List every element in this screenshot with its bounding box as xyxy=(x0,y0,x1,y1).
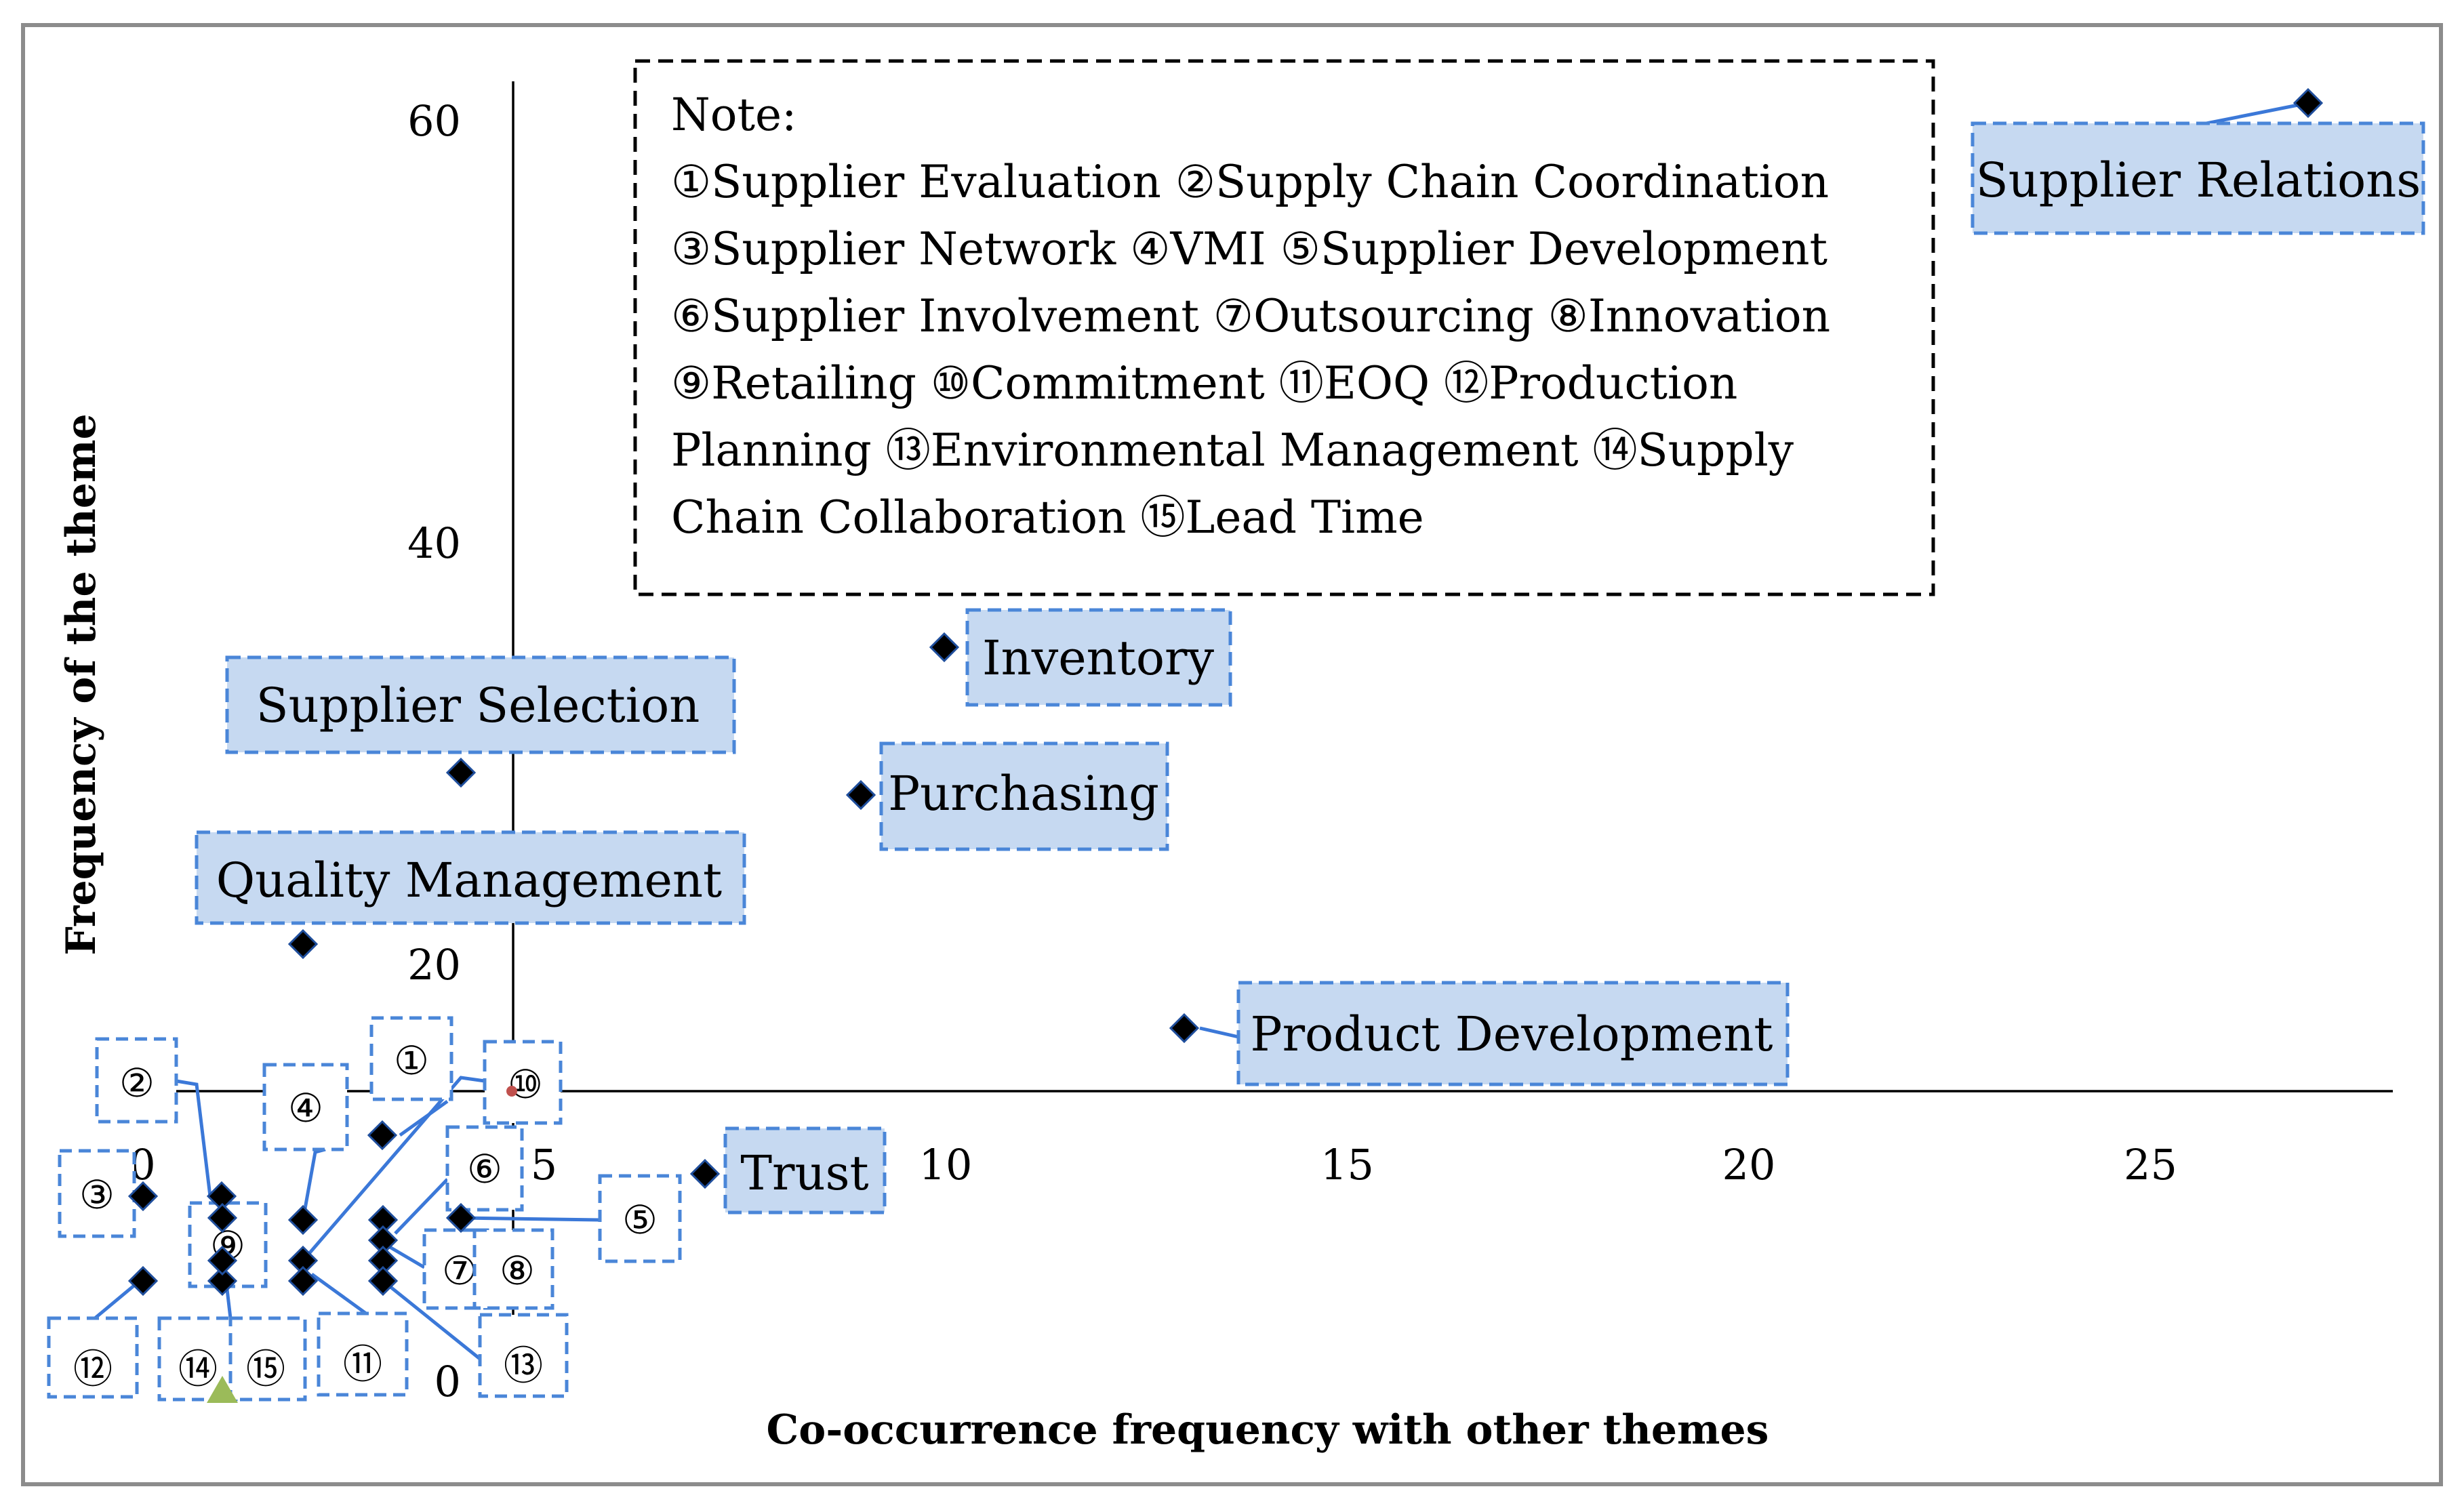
point-label-box xyxy=(47,1316,139,1399)
point-label-box xyxy=(369,1016,453,1101)
green-triangle-marker xyxy=(207,1376,238,1403)
data-point-marker xyxy=(287,1204,319,1236)
data-point-marker xyxy=(207,1202,238,1233)
point-label-box xyxy=(483,1040,563,1125)
data-point-marker xyxy=(929,632,960,663)
data-point-marker xyxy=(367,1265,399,1297)
point-label-box xyxy=(262,1063,349,1151)
data-point-marker xyxy=(1169,1013,1200,1044)
data-point-marker xyxy=(287,929,319,960)
point-label-box xyxy=(472,1228,554,1310)
point-label: Purchasing xyxy=(888,766,1159,821)
point-label: ⑪ xyxy=(343,1341,382,1387)
point-label: ⑥ xyxy=(467,1146,502,1192)
leader-line xyxy=(394,1178,449,1235)
y-tick-label: 0 xyxy=(435,1357,461,1406)
note-line: Planning ⑬Environmental Management ⑭Supp… xyxy=(671,424,1794,476)
note-line: ③Supplier Network ④VMI ⑤Supplier Develop… xyxy=(671,223,1827,275)
data-point-marker xyxy=(2293,87,2324,119)
point-label: ⑤ xyxy=(622,1197,658,1243)
data-point-marker xyxy=(445,757,477,788)
x-axis-title: Co-occurrence frequency with other theme… xyxy=(767,1406,1769,1454)
data-markers xyxy=(127,87,2324,1297)
point-label: ⑬ xyxy=(504,1343,543,1389)
note-box: Note: ①Supplier Evaluation ②Supply Chain … xyxy=(633,59,1935,596)
point-label: ② xyxy=(119,1060,155,1106)
data-point-marker xyxy=(207,1265,238,1297)
note-line: ①Supplier Evaluation ②Supply Chain Coord… xyxy=(671,156,1829,208)
point-label: ④ xyxy=(288,1085,323,1131)
x-tick-label: 15 xyxy=(1320,1140,1374,1189)
point-label: ⑧ xyxy=(500,1248,535,1294)
point-label: Quality Management xyxy=(216,853,722,908)
point-label: ⑮ xyxy=(246,1346,285,1392)
point-label-box xyxy=(598,1174,682,1263)
point-label: ⑦ xyxy=(442,1248,477,1294)
note-line: ⑥Supplier Involvement ⑦Outsourcing ⑧Inno… xyxy=(671,290,1830,342)
x-tick-label: 10 xyxy=(919,1140,973,1189)
point-label: ⑩ xyxy=(508,1061,543,1107)
data-point-marker xyxy=(287,1265,319,1297)
point-label: Supplier Relations xyxy=(1976,152,2421,208)
x-tick-label: 5 xyxy=(531,1140,557,1189)
y-tick-label: 40 xyxy=(407,518,461,568)
point-label: ⑭ xyxy=(178,1346,218,1392)
origin-dot-marker xyxy=(506,1086,517,1097)
point-label-box xyxy=(723,1126,887,1215)
point-label-box xyxy=(1236,981,1790,1086)
point-label-box xyxy=(225,655,736,754)
data-point-marker xyxy=(689,1158,721,1189)
leader-line xyxy=(388,1245,426,1269)
point-label-box xyxy=(228,1316,307,1402)
data-point-marker xyxy=(445,1202,477,1233)
y-tick-label: 20 xyxy=(407,940,461,989)
point-label: Supplier Selection xyxy=(256,678,700,733)
leader-line xyxy=(1199,1026,1239,1039)
point-label-box xyxy=(95,1037,178,1124)
point-label-box xyxy=(1971,121,2425,235)
point-label: ① xyxy=(394,1038,429,1084)
note-line: Note: xyxy=(671,89,796,141)
leader-line xyxy=(94,1283,137,1320)
point-label-box xyxy=(445,1125,524,1212)
point-label-box xyxy=(478,1313,569,1398)
point-label: ⑫ xyxy=(73,1346,113,1392)
y-axis-title: Frequency of the theme xyxy=(58,413,105,955)
point-label: ③ xyxy=(79,1172,115,1218)
leader-line xyxy=(310,1272,367,1315)
point-label: Product Development xyxy=(1250,1006,1773,1062)
point-label: Trust xyxy=(740,1145,868,1201)
data-point-marker xyxy=(127,1265,159,1297)
leader-line xyxy=(302,1076,485,1262)
leader-line xyxy=(176,1079,212,1197)
point-label: Inventory xyxy=(982,630,1215,686)
point-label-box xyxy=(965,608,1232,707)
note-box-border xyxy=(633,59,1935,596)
x-tick-label: 25 xyxy=(2124,1140,2177,1189)
data-point-marker xyxy=(367,1120,398,1151)
data-point-marker xyxy=(127,1181,159,1212)
y-tick-label: 60 xyxy=(407,96,461,146)
leader-line xyxy=(382,1280,481,1360)
data-point-marker xyxy=(207,1245,238,1276)
note-lines: Note: ①Supplier Evaluation ②Supply Chain … xyxy=(671,89,1830,544)
data-point-marker xyxy=(845,779,876,811)
note-line: ⑨Retailing ⑩Commitment ⑪EOQ ⑫Production xyxy=(671,357,1737,409)
y-tick-labels: 0 20 40 60 xyxy=(407,96,461,1406)
leader-line xyxy=(460,1216,601,1222)
note-line: Chain Collaboration ⑮Lead Time xyxy=(671,491,1424,544)
point-label-box xyxy=(879,741,1169,851)
point-label-box xyxy=(317,1311,409,1397)
leader-lines xyxy=(94,103,2299,1360)
point-label-box xyxy=(195,830,746,925)
x-tick-label: 20 xyxy=(1722,1140,1776,1189)
leader-line xyxy=(2199,103,2299,127)
